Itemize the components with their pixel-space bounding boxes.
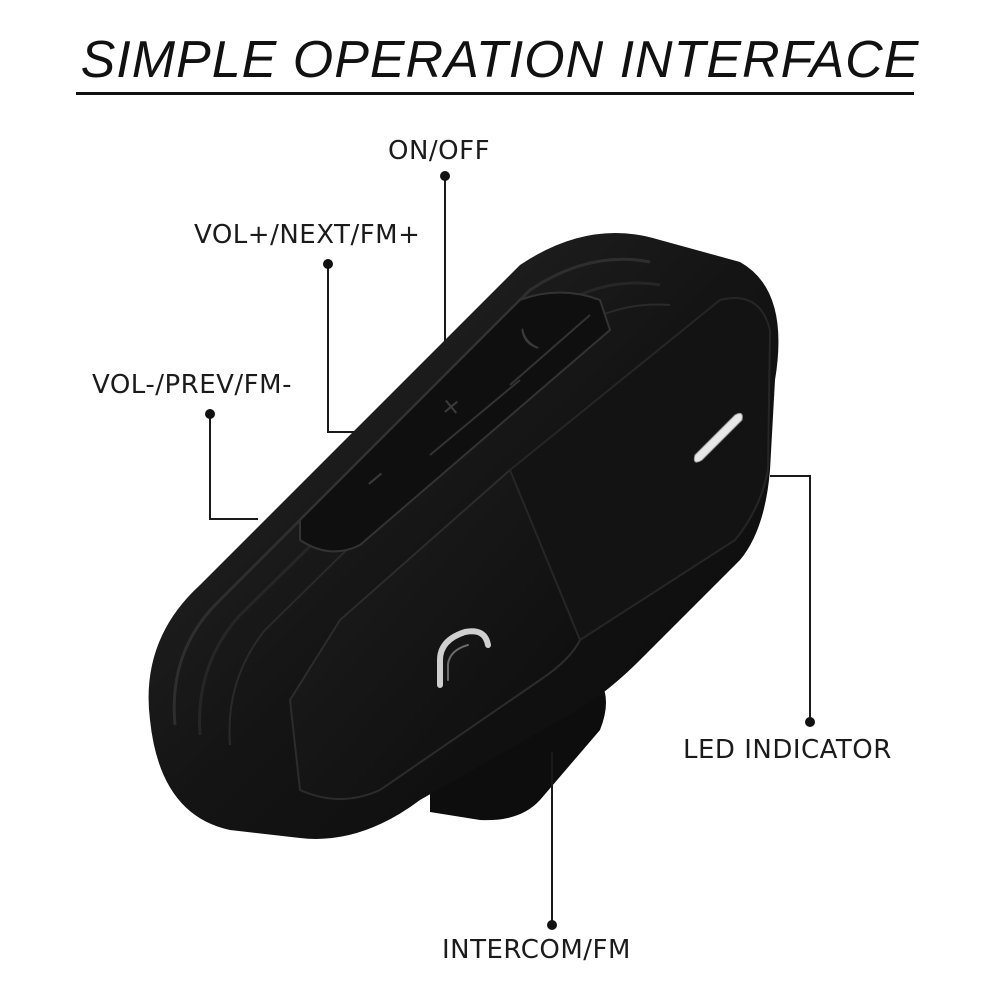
page-title: SIMPLE OPERATION INTERFACE [80,31,920,89]
label-vol-minus: VOL-/PREV/FM- [92,370,292,400]
leader-line-vol-plus [327,264,355,433]
leader-dot-intercom [547,920,557,930]
label-on-off: ON/OFF [388,136,491,166]
leader-line-led [770,475,811,722]
button-divider [509,314,591,386]
leader-dot-on-off [440,171,450,181]
intercom-icon [437,628,491,688]
led-indicator [693,412,743,463]
title-underline [76,92,914,95]
leader-line-vol-minus [209,414,258,520]
button-divider [429,379,521,456]
device-right-face [508,297,772,642]
button-strip [299,291,612,553]
leader-dot-vol-plus [323,259,333,269]
intercom-icon-inner [447,644,469,681]
label-vol-plus: VOL+/NEXT/FM+ [194,220,421,250]
label-led-indicator: LED INDICATOR [683,735,892,765]
leader-dot-vol-minus [205,409,215,419]
leader-dot-led [805,717,815,727]
label-intercom: INTERCOM/FM [442,935,631,965]
